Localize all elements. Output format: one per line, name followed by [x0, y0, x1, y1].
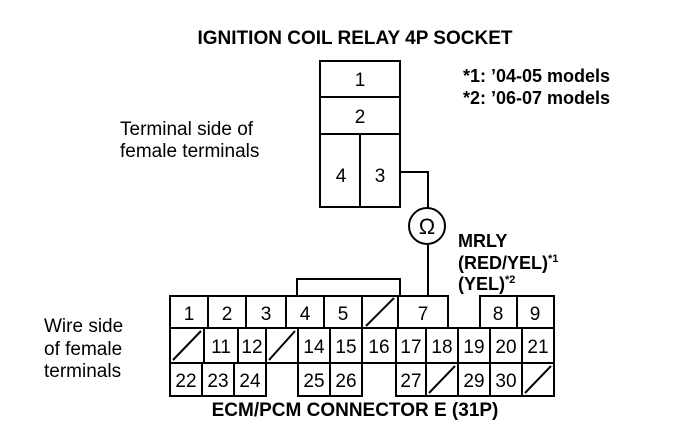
ecm-terminal-number: 5 — [338, 304, 349, 325]
ecm-terminal-number: 14 — [303, 337, 325, 358]
wire-color-1-note: *1 — [548, 253, 558, 265]
ecm-terminal-number: 27 — [400, 371, 421, 392]
ecm-terminal-number: 8 — [493, 304, 504, 325]
wire-color-1: (RED/YEL) — [458, 253, 548, 273]
ecm-terminal-number: 4 — [300, 304, 311, 325]
ecm-terminal-number: 30 — [495, 371, 516, 392]
test-wire — [400, 171, 429, 208]
empty-cavity-slash — [365, 297, 395, 327]
ecm-terminal-26 — [329, 362, 363, 397]
ecm-terminal-15 — [329, 327, 363, 364]
wire-color-2-note: *2 — [505, 274, 515, 286]
ecm-terminal-25 — [297, 362, 331, 397]
ecm-terminal-number: 16 — [368, 337, 389, 358]
ecm-terminal-7 — [397, 295, 449, 329]
ecm-terminal-number: 26 — [335, 371, 356, 392]
ecm-terminal-number: 2 — [222, 304, 233, 325]
relay-terminal-2-number: 2 — [355, 107, 366, 128]
ecm-terminal-number: 19 — [463, 337, 484, 358]
empty-cavity-slash — [428, 365, 456, 394]
ecm-terminal-number: 3 — [261, 304, 272, 325]
wire-label-color-1: (RED/YEL)*1 — [458, 253, 558, 273]
relay-terminal-1-number: 1 — [355, 70, 366, 91]
ohmmeter-symbol: Ω — [419, 214, 435, 239]
relay-terminal-3-number: 3 — [375, 166, 386, 187]
note-model-1: *1: ’04-05 models — [463, 66, 610, 86]
ecm-terminal-22 — [169, 362, 203, 397]
wire-label-name: MRLY — [458, 231, 507, 251]
relay-terminal-3 — [359, 133, 401, 208]
ecm-terminal-number: 1 — [184, 304, 195, 325]
wire-label-color-2: (YEL)*2 — [458, 274, 515, 294]
ecm-terminal-number: 21 — [527, 337, 548, 358]
ecm-terminal-number: 11 — [211, 337, 231, 358]
ecm-terminal-number: 24 — [239, 371, 261, 392]
ecm-terminal-number: 15 — [335, 337, 356, 358]
ecm-connector: 1 2 3 4 5 7 8 9 11 12 14 15 16 17 18 19 … — [169, 278, 555, 397]
ecm-terminal-24 — [233, 362, 267, 397]
empty-cavity-slash — [268, 330, 296, 361]
ecm-terminal-number: 17 — [400, 337, 421, 358]
ecm-terminal-number: 9 — [530, 304, 541, 325]
ecm-terminal-number: 20 — [495, 337, 516, 358]
relay-terminal-4 — [319, 133, 361, 208]
relay-socket-label-line2: female terminals — [120, 141, 259, 162]
diagram-title: IGNITION COIL RELAY 4P SOCKET — [198, 28, 513, 49]
ecm-label-line2: of female — [44, 339, 122, 360]
empty-cavity-slash — [524, 365, 552, 394]
empty-cavity-slash — [172, 330, 202, 361]
ohmmeter-icon — [408, 207, 446, 245]
note-model-2: *2: ’06-07 models — [463, 88, 610, 108]
relay-4p-socket: 1 2 4 3 — [319, 60, 401, 208]
ecm-terminal-number: 18 — [431, 337, 452, 358]
relay-terminal-4-number: 4 — [336, 166, 347, 187]
ecm-terminal-number: 12 — [241, 337, 262, 358]
ecm-label-line3: terminals — [44, 361, 121, 382]
ecm-label-line1: Wire side — [44, 316, 123, 337]
ecm-terminal-number: 7 — [418, 304, 429, 325]
wire-color-2: (YEL) — [458, 274, 505, 294]
ecm-terminal-29 — [457, 362, 491, 397]
ecm-terminal-2 — [207, 295, 247, 329]
ecm-connector-title: ECM/PCM CONNECTOR E (31P) — [212, 400, 499, 421]
ecm-terminal-number: 23 — [207, 371, 228, 392]
relay-socket-label-line1: Terminal side of — [120, 119, 254, 140]
ecm-terminal-number: 22 — [175, 371, 196, 392]
ecm-terminal-number: 25 — [303, 371, 324, 392]
ecm-terminal-number: 29 — [463, 371, 484, 392]
ecm-terminal-16 — [361, 327, 397, 364]
connector-latch — [296, 278, 401, 297]
